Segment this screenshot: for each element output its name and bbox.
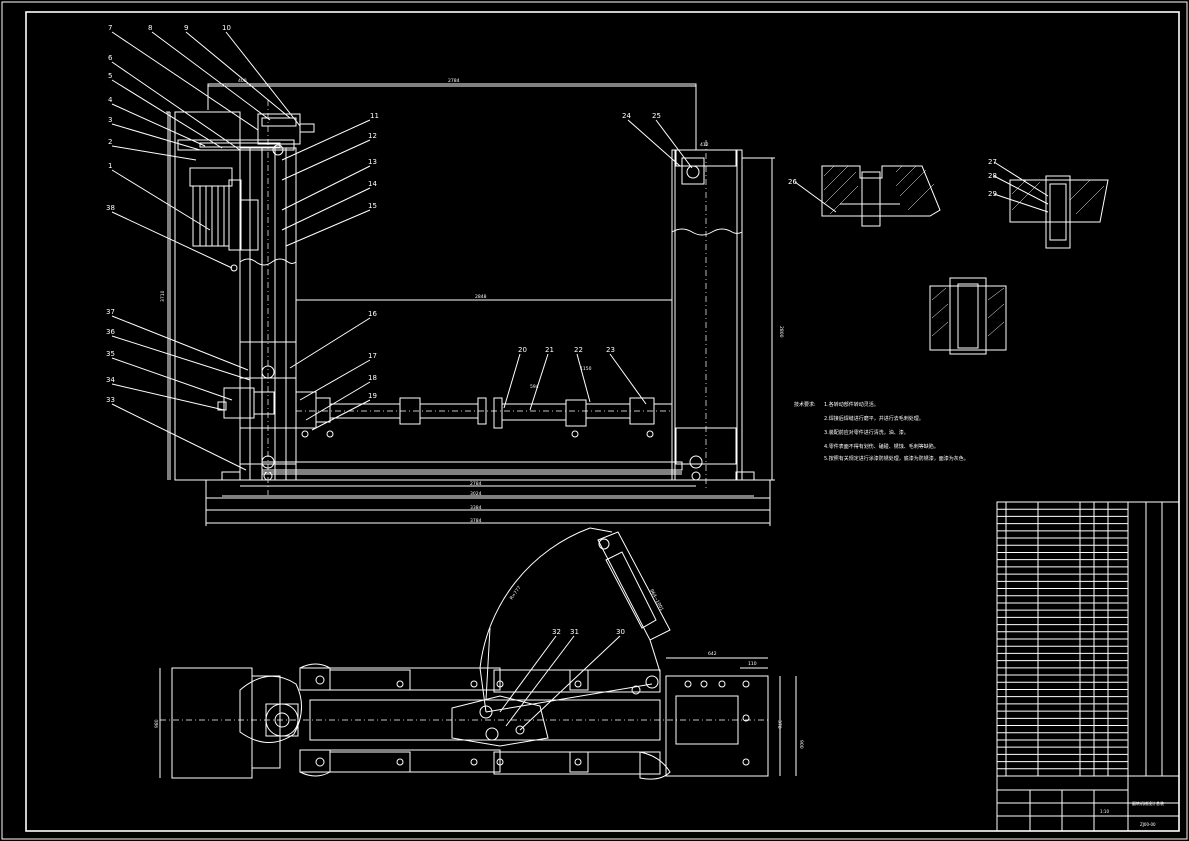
dim-left-height: 3710 xyxy=(160,290,166,302)
callout-34: 34 xyxy=(106,376,115,384)
notes-line-2: 2.焊接后焊缝进行磨平，并进行去毛刺处理。 xyxy=(824,415,924,422)
detail-view-27-29: 27 28 29 xyxy=(988,158,1109,249)
callout-23: 23 xyxy=(606,346,615,354)
detail-view-section xyxy=(929,277,1007,355)
dim-bottom-2: 3024 xyxy=(470,491,482,497)
callout-30: 30 xyxy=(616,628,625,636)
dim-top-right: 412 xyxy=(700,142,709,148)
technical-notes: 技术要求: 1.各转动部件转动灵活。 2.焊接后焊缝进行磨平，并进行去毛刺处理。… xyxy=(794,401,969,462)
callout-26: 26 xyxy=(788,178,797,186)
callout-14: 14 xyxy=(368,180,377,188)
callout-16: 16 xyxy=(368,310,377,318)
callout-12: 12 xyxy=(368,132,377,140)
dim-plan-1: 642 xyxy=(708,651,717,657)
callout-36: 36 xyxy=(106,328,115,336)
dim-plan-left: 980 xyxy=(154,719,160,728)
callout-24: 24 xyxy=(622,112,631,120)
title-drawing-name: 翻转机械设计总装 xyxy=(1132,800,1164,806)
callout-11: 11 xyxy=(370,112,379,120)
sheet-border-inner xyxy=(25,11,1180,832)
dim-cyl-a: 594 xyxy=(530,384,539,390)
front-elevation xyxy=(166,83,775,526)
dim-plan-3: 370 xyxy=(776,720,782,729)
title-block: 翻转机械设计总装 ZJ00-00 1:10 xyxy=(996,775,1180,832)
plan-view: 32 31 30 R=777 964~1001 642 110 370 900 … xyxy=(154,527,804,780)
dim-plan-4: 900 xyxy=(798,740,804,749)
title-scale: 1:10 xyxy=(1100,809,1109,814)
callout-4: 4 xyxy=(108,96,113,104)
dimension-texts: 2784 400 412 2848 594 1150 2784 3024 338… xyxy=(160,78,784,524)
callout-31: 31 xyxy=(570,628,579,636)
callout-15: 15 xyxy=(368,202,377,210)
callout-9: 9 xyxy=(184,24,188,32)
callout-3: 3 xyxy=(108,116,112,124)
dim-right-height: 2800 xyxy=(778,326,784,338)
callout-19: 19 xyxy=(368,392,377,400)
callout-labels: 7 8 9 10 6 5 4 3 2 1 38 11 12 13 14 15 3… xyxy=(106,24,661,404)
callout-22: 22 xyxy=(574,346,583,354)
notes-line-4: 4.零件表面不得有划伤、磕碰、锈蚀、毛刺等缺陷。 xyxy=(824,443,939,450)
callout-10: 10 xyxy=(222,24,231,32)
dim-inner-width: 2848 xyxy=(475,294,487,300)
notes-line-3: 3.装配前应对零件进行清洗，油、漆。 xyxy=(824,429,909,436)
dim-bottom-3: 3384 xyxy=(470,505,482,511)
callout-18: 18 xyxy=(368,374,377,382)
callout-32: 32 xyxy=(552,628,561,636)
callout-35: 35 xyxy=(106,350,115,358)
callout-28: 28 xyxy=(988,172,997,180)
callout-27: 27 xyxy=(988,158,997,166)
callout-25: 25 xyxy=(652,112,661,120)
callout-7: 7 xyxy=(108,24,112,32)
callout-2: 2 xyxy=(108,138,112,146)
callout-37: 37 xyxy=(106,308,115,316)
dim-top-width: 2784 xyxy=(448,78,460,84)
notes-line-5: 5.按照有关规定进行涂漆防锈处理，底漆为防锈漆，面漆为灰色。 xyxy=(824,455,969,462)
title-drawing-no: ZJ00-00 xyxy=(1140,822,1156,827)
notes-line-1: 1.各转动部件转动灵活。 xyxy=(824,401,879,408)
callout-33: 33 xyxy=(106,396,115,404)
callout-29: 29 xyxy=(988,190,997,198)
dim-plan-2: 110 xyxy=(748,661,757,667)
callout-17: 17 xyxy=(368,352,377,360)
callout-5: 5 xyxy=(108,72,112,80)
callout-21: 21 xyxy=(545,346,554,354)
dim-arc-len: R=777 xyxy=(509,585,523,601)
callout-38: 38 xyxy=(106,204,115,212)
callout-6: 6 xyxy=(108,54,113,62)
dim-bottom-1: 2784 xyxy=(470,481,482,487)
leader-lines xyxy=(111,31,693,471)
dim-cyl-b: 1150 xyxy=(580,366,592,372)
callout-13: 13 xyxy=(368,158,377,166)
callout-8: 8 xyxy=(148,24,152,32)
notes-title: 技术要求: xyxy=(794,401,816,408)
callout-20: 20 xyxy=(518,346,527,354)
callout-1: 1 xyxy=(108,162,112,170)
dim-bottom-4: 3784 xyxy=(470,518,482,524)
dim-top-left: 400 xyxy=(238,78,247,84)
detail-view-26: 26 xyxy=(788,165,941,227)
parts-list xyxy=(996,501,1180,777)
